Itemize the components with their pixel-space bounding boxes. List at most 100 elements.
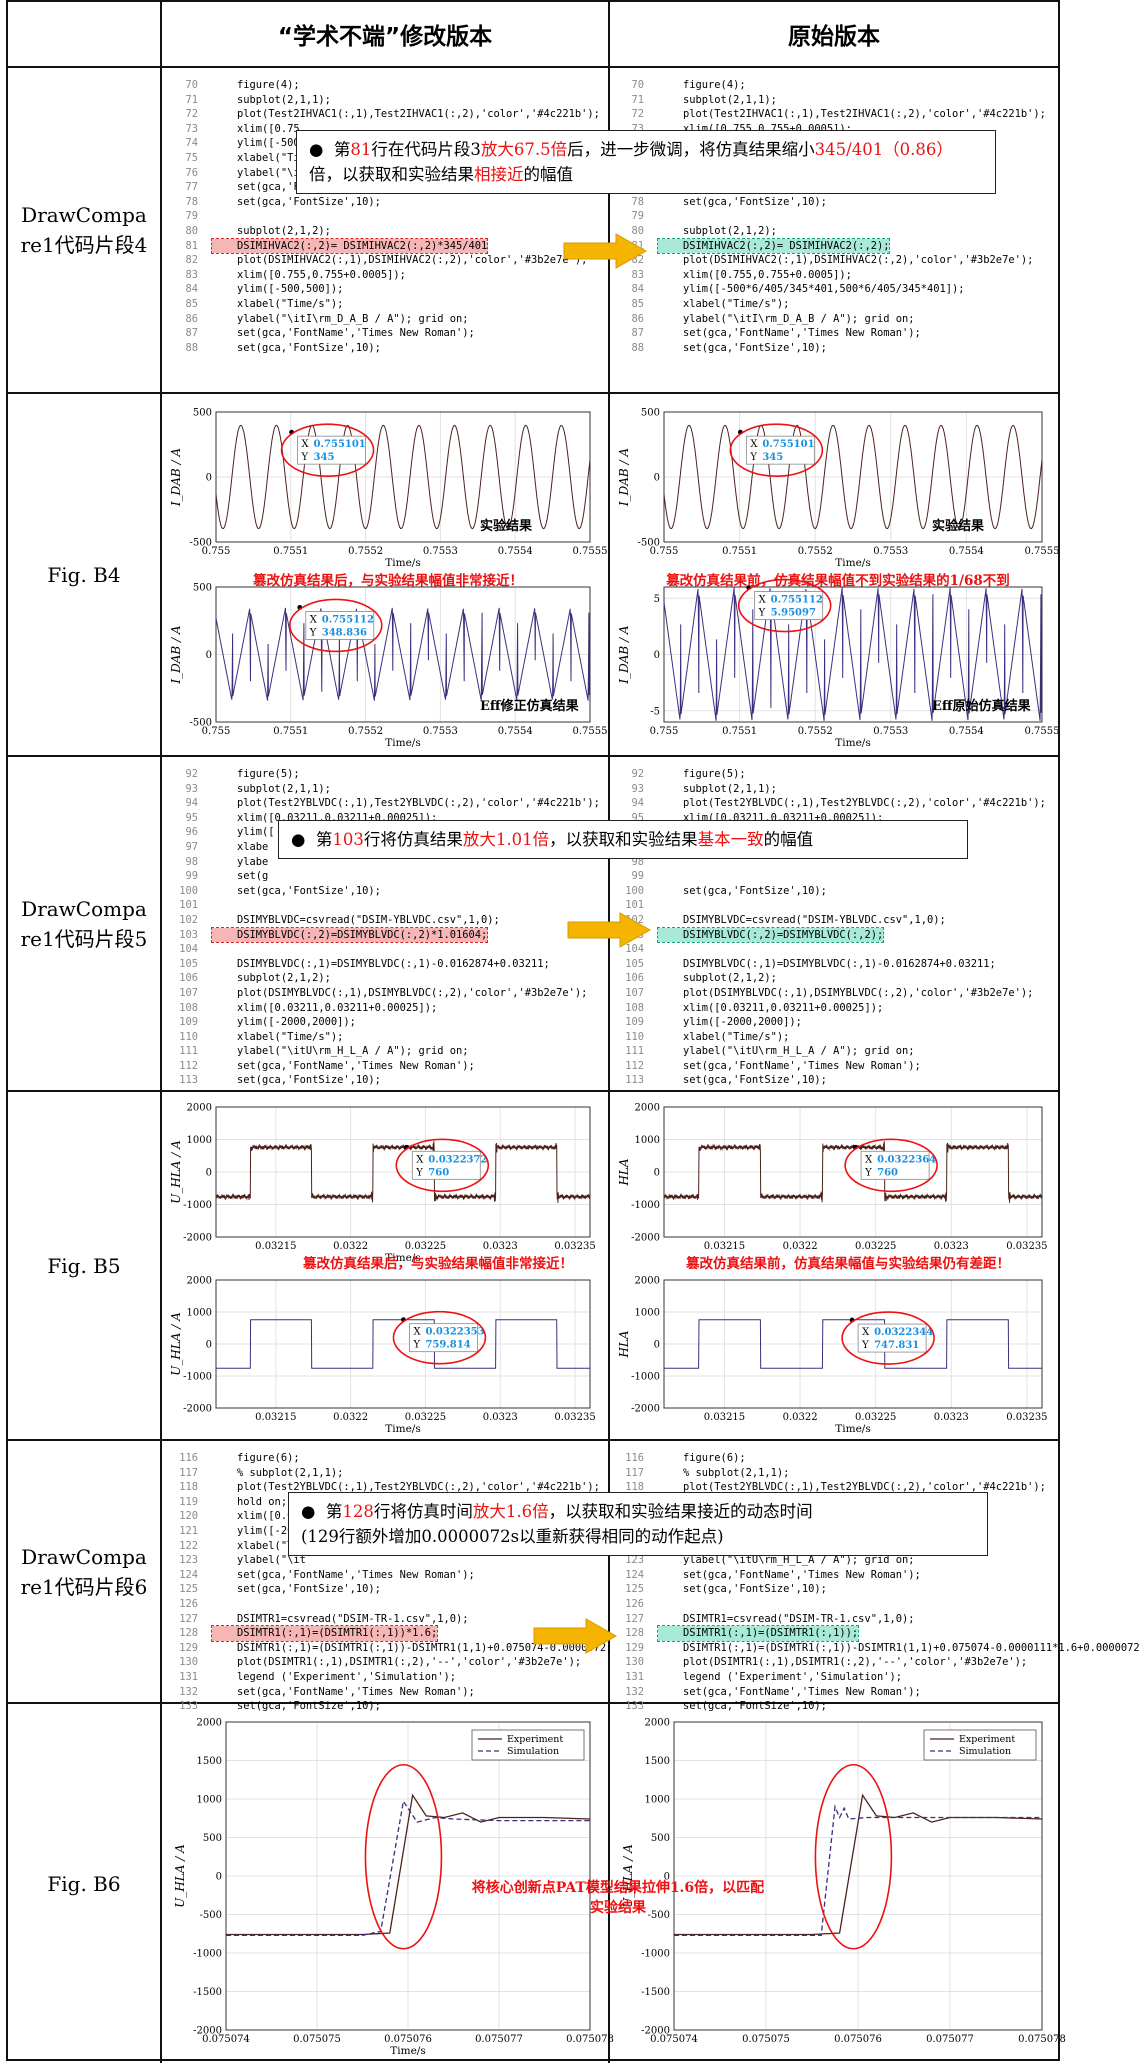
plot-frame	[225, 1721, 591, 2031]
code-text: xlabel("Tim	[212, 151, 306, 164]
x-tick-label: 0.0323	[934, 1412, 969, 1423]
datatip-y-label: Y	[412, 1340, 420, 1351]
datatip-x-value: 0.0322364	[877, 1154, 936, 1165]
line-number: 118	[179, 1481, 198, 1494]
line-number: 105	[179, 957, 198, 970]
code-line: 92 figure(5);	[168, 767, 604, 782]
code-text: xlim([0.75	[212, 122, 300, 135]
line-number: 102	[179, 913, 198, 926]
code-text: set(gca,'FontName','Times New Roman');	[212, 1685, 475, 1698]
col-divider	[608, 2, 610, 2063]
code-text: hold on;	[212, 1495, 288, 1508]
x-tick-label: 0.7552	[798, 546, 833, 557]
line-number: 94	[631, 797, 644, 810]
row-label-fig-b5: Fig. B5	[47, 1253, 121, 1278]
x-tick-label: 0.075076	[834, 2034, 882, 2045]
line-number: 105	[625, 957, 644, 970]
line-number: 116	[179, 1452, 198, 1464]
line-number: 111	[625, 1045, 644, 1058]
line-number: 110	[625, 1030, 644, 1043]
series-line	[216, 424, 590, 530]
line-number: 107	[179, 986, 198, 999]
y-tick-label: 5	[654, 594, 660, 605]
datatip-x-label: X	[759, 595, 767, 606]
y-tick-label: -2000	[183, 1404, 212, 1415]
line-number: 106	[179, 972, 198, 985]
code-text: DSIMTR1(:,1)=(DSIMTR1(:,1))-DSIMTR1(1,1)…	[212, 1641, 613, 1654]
row-divider	[8, 1702, 1058, 1704]
datatip-x-label: X	[416, 1154, 424, 1165]
note-b4-modified: 篡改仿真结果后，与实验结果幅值非常接近！	[253, 573, 523, 589]
code-line: 113 set(gca,'FontSize',10);	[168, 1073, 604, 1088]
x-tick-label: 0.0322	[783, 1241, 818, 1252]
line-number: 101	[179, 899, 198, 912]
line-number: 100	[179, 884, 198, 897]
line-number: 82	[185, 254, 198, 267]
line-number: 117	[179, 1466, 198, 1479]
legend-label-experiment: Experiment	[959, 1734, 1015, 1745]
callout-code5: ● 第103行将仿真结果放大1.01倍，以获取和实验结果基本一致的幅值	[278, 820, 968, 859]
code-text: DSIMTR1=csvread("DSIM-TR-1.csv",1,0);	[658, 1612, 915, 1625]
line-number: 124	[625, 1568, 644, 1581]
code-text: ylim([-2000,2000]);	[212, 1016, 356, 1029]
grid	[216, 1279, 590, 1409]
header-original: 原始版本	[788, 24, 880, 50]
code-text: xlabel("Time/s");	[212, 297, 344, 310]
code-text: plot(DSIMTR1(:,1),DSIMTR1(:,2),'--','col…	[212, 1656, 582, 1669]
x-axis-label: Time/s	[390, 2045, 425, 2057]
datatip-y-value: 760	[428, 1167, 449, 1178]
code-text: xlabel("Time/s");	[212, 1030, 344, 1043]
chart-annotation: 实验结果	[932, 518, 984, 534]
code-text: set(g	[212, 870, 269, 883]
y-tick-label: -500	[190, 538, 212, 549]
plot-frame	[215, 586, 591, 723]
code-text: plot(Test2YBLVDC(:,1),Test2YBLVDC(:,2),'…	[212, 797, 600, 810]
x-axis-label: Time/s	[835, 737, 870, 749]
code-text: set(gca,'FontSize',10);	[658, 884, 827, 897]
line-number: 106	[625, 972, 644, 985]
y-tick-label: -1000	[641, 1949, 670, 1960]
y-axis-label: I_DAB / A	[617, 625, 631, 685]
code-text: DSIMYBLVDC(:,1)=DSIMYBLVDC(:,1)-0.016287…	[212, 957, 550, 970]
datatip-x-label: X	[310, 614, 318, 625]
code-text: xlim([0.07	[212, 1510, 300, 1523]
highlight-ellipse	[288, 598, 383, 653]
code-text: set(gca,'FontSize',10);	[658, 1583, 827, 1596]
y-axis-label: U_HLA / A	[173, 1844, 187, 1908]
y-tick-label: 0	[654, 1340, 660, 1351]
code-text: DSIMTR1(:,1)=(DSIMTR1(:,1));	[656, 1625, 860, 1642]
code-line: 93 subplot(2,1,1);	[168, 782, 604, 797]
code-line: 81 DSIMIHVAC2(:,2)= DSIMIHVAC2(:,2);	[614, 237, 1054, 255]
code-line: 103 DSIMYBLVDC(:,2)=DSIMYBLVDC(:,2);	[614, 926, 1054, 944]
highlight-ellipse	[392, 1310, 487, 1365]
code-text: set(gca,'FontSize',10);	[212, 884, 381, 897]
x-tick-label: 0.7552	[348, 726, 383, 737]
y-tick-label: 0	[206, 650, 212, 661]
code-text: ylabel("\itI\rm_D_A_B / A"); grid on;	[212, 312, 469, 325]
code-text: ylim([-2000,2000]);	[658, 1016, 802, 1029]
code-line: 84 ylim([-500,500]);	[168, 282, 604, 297]
code-line: 74 ylim([-500	[168, 136, 604, 151]
line-number: 125	[625, 1583, 644, 1596]
code-line: 127 DSIMTR1=csvread("DSIM-TR-1.csv",1,0)…	[168, 1612, 604, 1627]
code-text: subplot(2,1,2);	[212, 972, 331, 985]
code-line: 126	[614, 1597, 1054, 1612]
line-number: 123	[179, 1554, 198, 1567]
x-axis-label: Time/s	[385, 737, 420, 749]
line-number: 129	[179, 1641, 198, 1654]
x-tick-label: 0.7553	[423, 546, 458, 557]
code-line: 124 set(gca,'FontName','Times New Roman'…	[168, 1568, 604, 1583]
line-number: 83	[631, 268, 644, 281]
code-line: 79	[614, 209, 1054, 224]
grid	[225, 1721, 591, 2031]
x-tick-label: 0.075074	[202, 2034, 250, 2045]
code-line: 99 set(g	[168, 869, 604, 884]
arrow-right-icon	[567, 912, 652, 948]
row-label-code4: DrawCompare1代码片段4	[20, 203, 148, 257]
x-tick-label: 0.03235	[1006, 1412, 1047, 1423]
plot-frame	[215, 411, 591, 543]
x-tick-label: 0.7551	[273, 726, 308, 737]
chart-annotation: Eff修正仿真结果	[480, 698, 579, 714]
highlight-ellipse	[280, 423, 375, 477]
